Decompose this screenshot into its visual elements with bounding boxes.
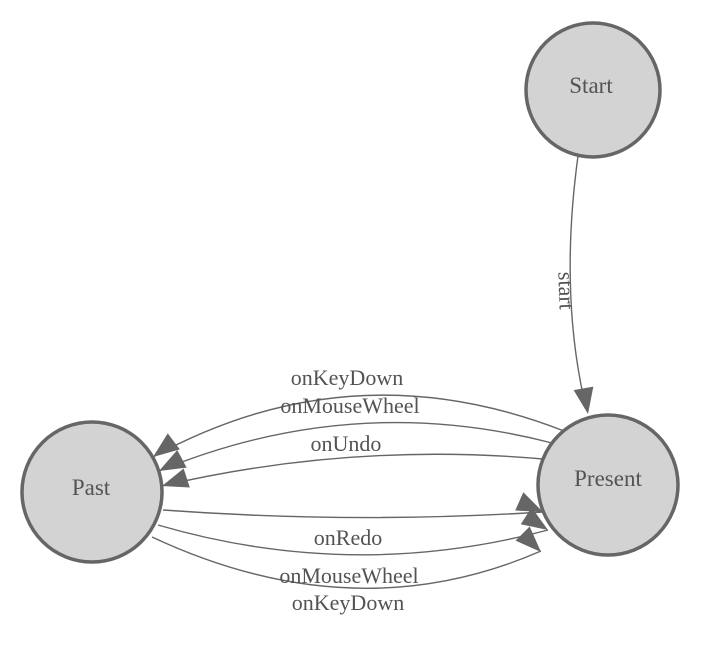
edge-label-onredo: onRedo: [314, 525, 382, 550]
node-start-label: Start: [569, 73, 613, 98]
edge-label-onkeydown-top: onKeyDown: [291, 365, 403, 390]
edge-label-onmousewheel-top: onMouseWheel: [280, 393, 419, 418]
edge-past-to-present-onmousewheel: [157, 524, 549, 556]
edge-labels: start onKeyDown onMouseWheel onUndo onRe…: [279, 271, 579, 615]
arrowhead-icon: [162, 468, 190, 488]
arrowhead-icon: [573, 386, 594, 414]
edge-past-to-present-onredo: [162, 509, 544, 519]
node-past-circle: [20, 420, 164, 564]
edge-label-onundo: onUndo: [311, 431, 382, 456]
edge-past-to-present-onkeydown: [151, 536, 542, 589]
edge-label-onmousewheel-bottom: onMouseWheel: [279, 563, 418, 588]
edge-present-to-past-onkeydown: [152, 394, 565, 458]
edge-present-to-past-onundo: [161, 453, 544, 487]
arrowhead-icon: [520, 507, 548, 530]
node-labels: Start Past Present: [72, 73, 643, 500]
node-start-circle: [524, 21, 662, 159]
node-present-circle: [536, 413, 680, 557]
edge-start-to-present: [569, 155, 587, 409]
nodes: [20, 21, 680, 564]
node-present-label: Present: [574, 466, 642, 491]
arrowhead-icon: [159, 449, 187, 471]
arrowhead-icon: [515, 492, 543, 512]
node-past-label: Past: [72, 475, 111, 500]
arrowheads: [153, 386, 594, 552]
arrowhead-icon: [515, 526, 541, 552]
arrowhead-icon: [153, 433, 180, 457]
edge-label-onkeydown-bottom: onKeyDown: [292, 590, 404, 615]
edge-present-to-past-onmousewheel: [158, 421, 553, 472]
edge-label-start: start: [553, 271, 579, 310]
edges: [151, 155, 587, 589]
